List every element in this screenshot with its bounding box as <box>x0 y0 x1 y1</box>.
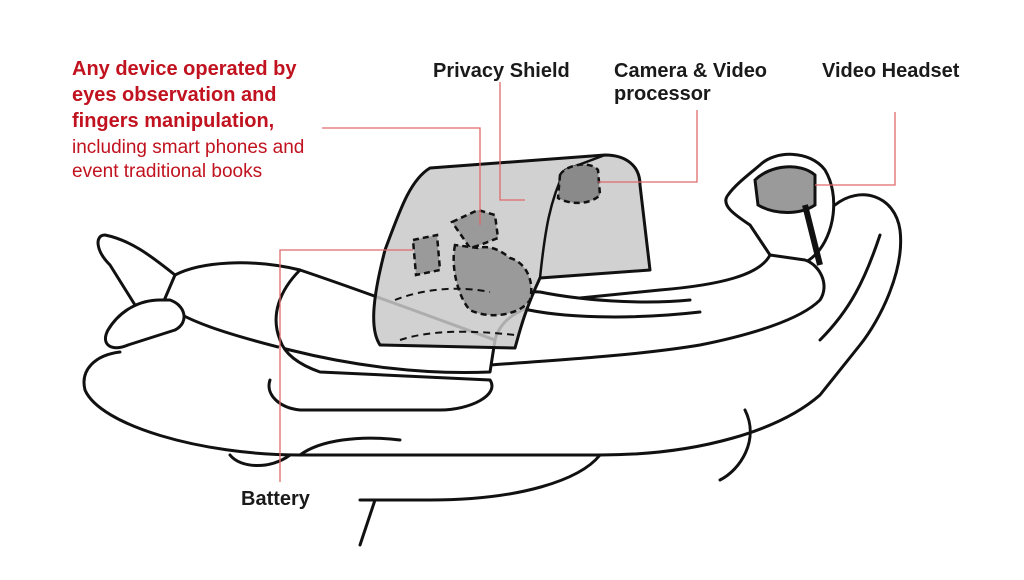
leader-battery <box>279 249 413 482</box>
device-title: Any device operated by eyes observation … <box>72 58 297 132</box>
leader-lines <box>279 82 896 482</box>
privacy-shield-label: Privacy Shield <box>433 60 570 82</box>
camera-shape <box>556 163 602 205</box>
leader-camera <box>598 110 698 183</box>
device-shape <box>450 208 500 250</box>
foot-right <box>104 298 186 350</box>
recliner-chair <box>82 193 903 547</box>
privacy-shield-shape <box>372 153 652 350</box>
video-headset-label: Video Headset <box>822 60 960 82</box>
device-description: including smart phones and event traditi… <box>72 137 305 182</box>
battery-label: Battery <box>241 488 310 510</box>
leader-headset <box>815 112 896 186</box>
device-annotation: Any device operated by eyes observation … <box>72 56 322 184</box>
leader-device <box>322 127 481 225</box>
camera-label-line1: Camera & Video <box>614 60 768 82</box>
leader-privacy-shield <box>499 82 525 201</box>
battery-shape <box>411 233 442 277</box>
video-headset-shape <box>753 165 817 214</box>
camera-label: Camera & Video processor <box>614 60 767 106</box>
camera-label-line2: processor <box>614 83 711 105</box>
hands-shape <box>452 243 533 317</box>
